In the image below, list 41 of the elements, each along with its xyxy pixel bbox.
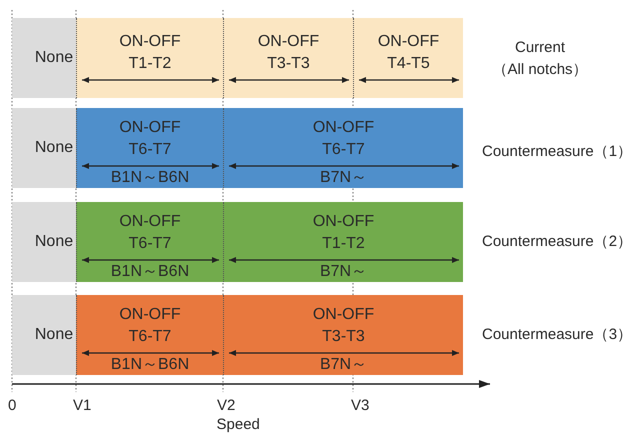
timing-text: ON-OFF T1-T2: [118, 32, 182, 74]
row-label: Countermeasure（1）: [482, 142, 632, 162]
notch-range-text: B7N～: [318, 355, 368, 375]
empty-cell: [12, 18, 76, 98]
axis-tick-label: V2: [217, 396, 236, 416]
timing-text: ON-OFF T3-T3: [312, 305, 376, 347]
cell-text: None: [34, 138, 74, 158]
notch-range-text: B7N～: [318, 168, 368, 188]
timing-text: ON-OFF T6-T7: [312, 118, 376, 160]
timing-cell: [223, 18, 353, 98]
timing-cell: [76, 295, 223, 375]
timing-text: ON-OFF T3-T3: [256, 32, 320, 74]
cell-text: None: [34, 48, 74, 68]
timing-text: ON-OFF T6-T7: [118, 305, 182, 347]
notch-range-text: B1N～B6N: [110, 262, 190, 282]
row-label: Countermeasure（2）: [482, 232, 632, 252]
timing-cell: [76, 202, 223, 282]
axis-tick-label: V3: [351, 396, 370, 416]
row-label: Current （All notchs）: [492, 38, 588, 80]
timing-cell: [76, 18, 223, 98]
timing-text: ON-OFF T6-T7: [118, 118, 182, 160]
timing-cell: [76, 108, 223, 188]
empty-cell: [12, 295, 76, 375]
cell-text: None: [34, 232, 74, 252]
timing-cell: [223, 108, 463, 188]
axis-title: Speed: [216, 415, 260, 434]
axis-tick-label: V1: [73, 396, 92, 416]
empty-cell: [12, 202, 76, 282]
notch-range-text: B1N～B6N: [110, 355, 190, 375]
axis-tick-label: 0: [8, 396, 16, 416]
cell-text: None: [34, 325, 74, 345]
empty-cell: [12, 108, 76, 188]
timing-text: ON-OFF T4-T5: [376, 32, 440, 74]
timing-text: ON-OFF T1-T2: [312, 212, 376, 254]
row-label: Countermeasure（3）: [482, 325, 632, 345]
notch-range-text: B7N～: [318, 262, 368, 282]
timing-cell: [223, 202, 463, 282]
timing-cell: [223, 295, 463, 375]
timing-cell: [353, 18, 463, 98]
notch-range-text: B1N～B6N: [110, 168, 190, 188]
timing-text: ON-OFF T6-T7: [118, 212, 182, 254]
